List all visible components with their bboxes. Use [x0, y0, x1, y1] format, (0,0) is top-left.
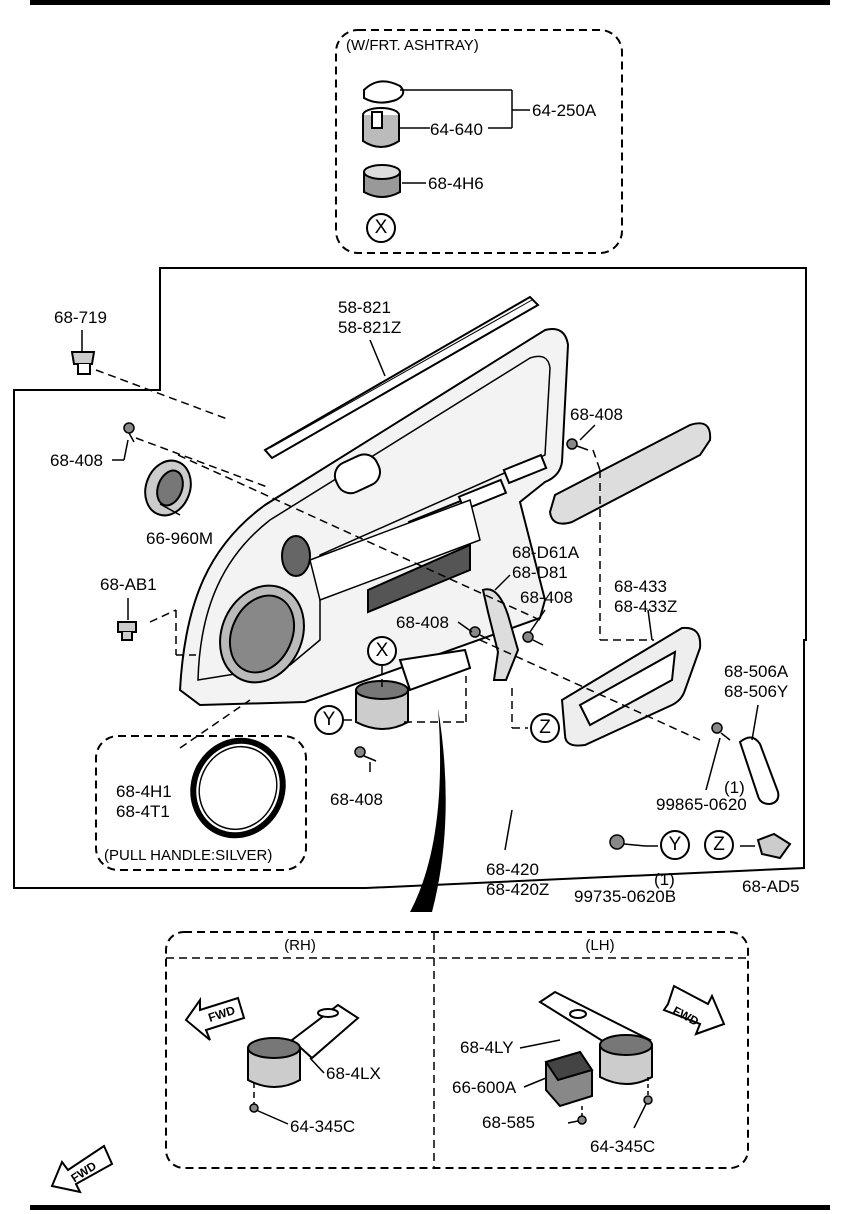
label-64-250a: 64-250A — [532, 101, 597, 120]
main-panel-frame — [13, 267, 807, 889]
label-68-420z: 68-420Z — [486, 880, 550, 899]
rh-title: (RH) — [284, 937, 316, 954]
label-64-345c-lh: 64-345C — [590, 1137, 656, 1156]
variant-box — [165, 931, 749, 1169]
ashtray-group-box — [335, 29, 623, 254]
top-rule — [30, 0, 830, 5]
label-68-420: 68-420 — [486, 860, 539, 879]
ring-group-box — [95, 735, 307, 871]
label-58-821z: 58-821Z — [338, 318, 402, 337]
label-68-408-armrest: 68-408 — [396, 613, 449, 632]
speaker — [144, 459, 192, 517]
label-68-d81: 68-D81 — [512, 563, 568, 582]
ashtray-title: (W/FRT. ASHTRAY) — [346, 37, 479, 54]
fastener-68-ad5 — [756, 832, 792, 860]
door-trim-panel — [178, 328, 570, 707]
label-68-408-upper-right: 68-408 — [570, 405, 623, 424]
label-68-506a: 68-506A — [724, 662, 789, 681]
screws — [123, 422, 731, 850]
label-68-d61a: 68-D61A — [512, 543, 580, 562]
lh-title: (LH) — [585, 937, 615, 954]
label-68-433z: 68-433Z — [614, 597, 678, 616]
label-68-719: 68-719 — [54, 308, 107, 327]
label-68-4h6: 68-4H6 — [428, 174, 484, 193]
ring-group-note: (PULL HANDLE:SILVER) — [104, 847, 273, 864]
rh-fwd-arrow — [184, 996, 246, 1041]
label-qty-99865: (1) — [724, 778, 745, 797]
rh-cup-holder — [247, 1003, 360, 1088]
lh-cup-holder — [538, 990, 653, 1085]
armrest-cover — [548, 422, 712, 525]
label-68-4ly: 68-4LY — [460, 1038, 514, 1057]
label-68-408-lower: 68-408 — [330, 790, 383, 809]
strike-mark — [410, 708, 446, 912]
label-99735-0620b: 99735-0620B — [574, 887, 677, 906]
callout-x: X — [367, 636, 397, 666]
label-68-585: 68-585 — [482, 1113, 535, 1132]
ashtray-cushion — [363, 164, 401, 198]
label-64-345c-rh: 64-345C — [290, 1117, 356, 1136]
callout-z: Z — [530, 713, 560, 743]
label-68-4lx: 68-4LX — [326, 1064, 381, 1083]
ashtray-leaders — [400, 89, 530, 184]
label-qty-99735: (1) — [654, 870, 675, 889]
cup-holder-main — [355, 648, 472, 730]
label-66-960m: 66-960M — [146, 529, 214, 548]
callout-x-ashtray: X — [366, 213, 396, 243]
label-64-640: 64-640 — [430, 120, 483, 139]
bottom-rule — [30, 1205, 830, 1210]
label-68-408-left: 68-408 — [50, 451, 103, 470]
label-68-4h1: 68-4H1 — [116, 782, 172, 801]
label-68-ab1: 68-AB1 — [100, 575, 157, 594]
label-99865-0620: 99865-0620 — [656, 795, 747, 814]
handle-bracket — [481, 588, 520, 681]
label-68-433: 68-433 — [614, 577, 667, 596]
weatherstrip — [263, 295, 540, 460]
label-68-408-handle: 68-408 — [520, 588, 573, 607]
trim-ring — [190, 737, 286, 839]
bezel — [560, 626, 702, 747]
fastener-68-ab1 — [117, 621, 137, 641]
label-66-600a: 66-600A — [452, 1078, 517, 1097]
lh-fwd-arrow — [662, 984, 726, 1036]
callout-y: Y — [314, 705, 344, 735]
callout-y-screw: Y — [660, 830, 690, 860]
ashtray-insert — [362, 107, 400, 148]
label-68-ad5: 68-AD5 — [742, 877, 800, 896]
callout-z-fastener: Z — [704, 830, 734, 860]
label-68-4t1: 68-4T1 — [116, 802, 170, 821]
bottom-fwd-arrow — [50, 1144, 114, 1194]
lh-switch — [544, 1050, 594, 1108]
clip-68-719 — [70, 351, 96, 375]
label-58-821: 58-821 — [338, 298, 391, 317]
solid-leaders — [81, 330, 759, 851]
ashtray-lid — [363, 80, 405, 104]
label-68-506y: 68-506Y — [724, 682, 789, 701]
dashed-leaders — [95, 369, 701, 749]
